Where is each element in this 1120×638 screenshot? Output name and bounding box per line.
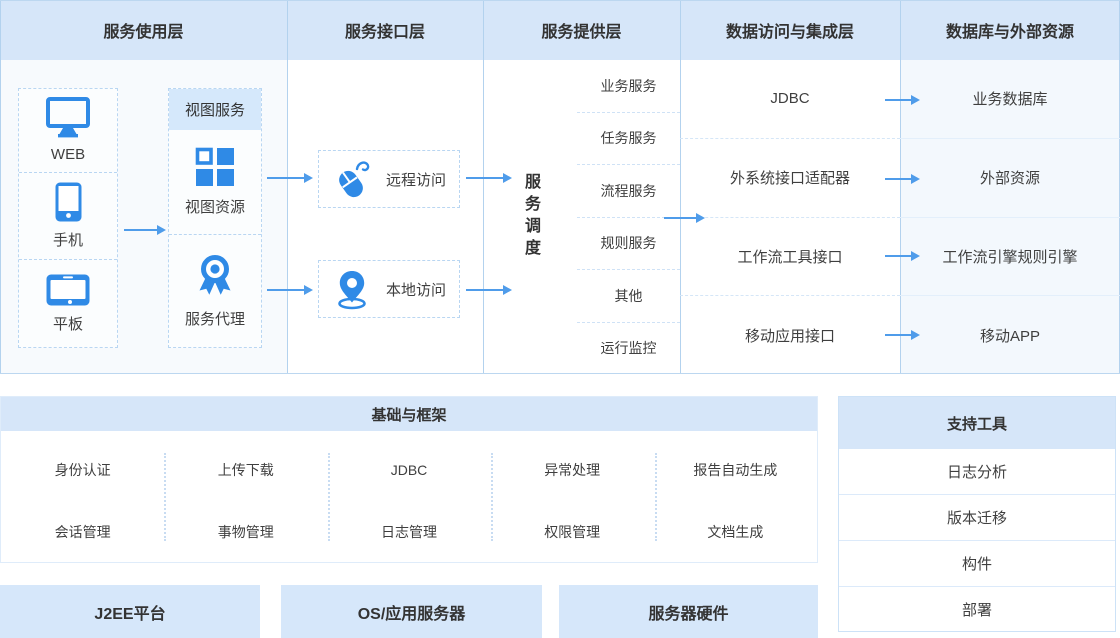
arrow-devices-to-views <box>124 225 166 235</box>
list-item: 业务数据库 <box>900 60 1120 139</box>
support-tools-panel: 支持工具 日志分析 版本迁移 构件 部署 <box>838 396 1116 632</box>
layer-title: 服务提供层 <box>541 24 622 41</box>
list-item: 移动应用接口 <box>744 327 835 345</box>
arrow-adapter-to-external <box>885 174 920 184</box>
platform-bar-os: OS/应用服务器 <box>281 585 542 638</box>
service-dispatch: 服务调度 <box>483 60 577 374</box>
monitor-icon <box>46 97 90 138</box>
remote-access-box: 远程访问 <box>318 150 460 208</box>
mouse-icon <box>339 161 370 198</box>
service-dispatch-label: 服务调度 <box>522 173 539 261</box>
list-item: JDBC <box>680 60 900 139</box>
list-item: 运行监控 <box>600 340 657 357</box>
device-label: 手机 <box>52 231 83 249</box>
arrow-workflow-to-engine <box>885 251 920 261</box>
smartphone-icon <box>55 182 81 222</box>
platform-bar-label: J2EE平台 <box>94 605 166 623</box>
list-item: 工作流引擎规则引擎 <box>900 218 1120 297</box>
layer-title: 服务接口层 <box>344 24 425 41</box>
device-label: 平板 <box>52 315 83 333</box>
view-resource-cell: 视图资源 <box>169 130 261 235</box>
view-service-label: 视图服务 <box>184 102 245 119</box>
arrow-remote-to-dispatch <box>466 173 512 183</box>
list-item: 任务服务 <box>577 113 680 165</box>
dotted-separator <box>164 453 166 541</box>
grid-icon <box>195 147 234 186</box>
layer-header-provider: 服务提供层 <box>483 0 680 60</box>
service-proxy-label: 服务代理 <box>184 310 245 328</box>
view-resource-label: 视图资源 <box>184 198 245 216</box>
location-pin-icon <box>338 271 366 310</box>
list-item: 业务服务 <box>577 60 680 113</box>
arrow-jdbc-to-db <box>885 95 920 105</box>
list-item: 外系统接口适配器 <box>680 139 900 218</box>
device-tablet: 平板 <box>19 260 117 347</box>
layer-header-resources: 数据库与外部资源 <box>900 0 1120 60</box>
list-item: 其他 <box>577 270 680 323</box>
foundation-title: 基础与框架 <box>371 406 447 424</box>
layer-title: 数据访问与集成层 <box>725 24 854 41</box>
layer-header-usage: 服务使用层 <box>0 0 287 60</box>
device-label: WEB <box>50 146 86 164</box>
device-phone: 手机 <box>19 173 117 261</box>
foundation-item: 文档生成 <box>707 524 764 540</box>
list-item: 移动APP <box>979 327 1040 345</box>
integration-list: JDBC 外系统接口适配器 工作流工具接口 移动应用接口 <box>680 60 900 374</box>
foundation-item: JDBC <box>390 462 428 478</box>
list-item: 规则服务 <box>577 218 680 270</box>
foundation-item: 会话管理 <box>54 524 111 540</box>
foundation-item: 权限管理 <box>544 524 601 540</box>
dotted-separator <box>655 453 657 541</box>
device-web: WEB <box>19 89 117 173</box>
local-access-box: 本地访问 <box>318 260 460 318</box>
provider-service-list: 业务服务 任务服务 流程服务 规则服务 其他 运行监控 <box>577 60 680 374</box>
platform-bar-j2ee: J2EE平台 <box>0 585 260 638</box>
list-item: 流程服务 <box>577 165 680 218</box>
local-access-label: 本地访问 <box>385 281 446 299</box>
platform-bar-label: 服务器硬件 <box>648 605 729 623</box>
support-tools-header: 支持工具 <box>839 397 1115 449</box>
arrow-provider-to-integration <box>664 213 705 223</box>
foundation-item: 身份认证 <box>54 462 111 478</box>
remote-access-label: 远程访问 <box>385 171 446 189</box>
arrow-mobile-to-app <box>885 330 920 340</box>
foundation-item: 异常处理 <box>544 462 601 478</box>
platform-bar-label: OS/应用服务器 <box>357 605 466 623</box>
support-tools-title: 支持工具 <box>946 415 1007 433</box>
dotted-separator <box>491 453 493 541</box>
list-item: 工作流工具接口 <box>680 218 900 297</box>
resources-list: 业务数据库 外部资源 工作流引擎规则引擎 移动APP <box>900 60 1120 374</box>
layer-title: 数据库与外部资源 <box>945 24 1074 41</box>
support-tool-item: 版本迁移 <box>839 495 1115 541</box>
device-stack: WEB 手机 平板 <box>18 88 118 348</box>
platform-bar-hardware: 服务器硬件 <box>559 585 818 638</box>
service-proxy-cell: 服务代理 <box>169 235 261 347</box>
top-panel: 服务使用层 服务接口层 服务提供层 数据访问与集成层 数据库与外部资源 <box>0 0 1120 374</box>
layer-header-interface: 服务接口层 <box>287 0 483 60</box>
support-tool-item: 日志分析 <box>839 449 1115 495</box>
arrow-views-to-remote <box>267 173 313 183</box>
foundation-panel: 基础与框架 身份认证 上传下载 JDBC 异常处理 报告自动生成 会话管理 事物… <box>0 396 818 563</box>
view-service-header: 视图服务 <box>169 89 261 130</box>
foundation-item: 上传下载 <box>217 462 274 478</box>
support-tool-item: 构件 <box>839 541 1115 587</box>
tablet-icon <box>46 274 90 306</box>
layer-title: 服务使用层 <box>103 24 184 41</box>
foundation-item: 事物管理 <box>217 524 274 540</box>
view-service-stack: 视图服务 视图资源 服务代理 <box>168 88 262 348</box>
arrow-views-to-local <box>267 285 313 295</box>
dotted-separator <box>328 453 330 541</box>
foundation-header: 基础与框架 <box>1 397 817 431</box>
layer-header-integration: 数据访问与集成层 <box>680 0 900 60</box>
support-tool-item: 部署 <box>961 602 992 619</box>
foundation-item: 日志管理 <box>380 524 437 540</box>
badge-icon <box>199 254 231 295</box>
arrow-local-to-dispatch <box>466 285 512 295</box>
foundation-item: 报告自动生成 <box>693 462 778 478</box>
list-item: 外部资源 <box>900 139 1120 218</box>
foundation-grid: 身份认证 上传下载 JDBC 异常处理 报告自动生成 会话管理 事物管理 日志管… <box>1 431 817 563</box>
